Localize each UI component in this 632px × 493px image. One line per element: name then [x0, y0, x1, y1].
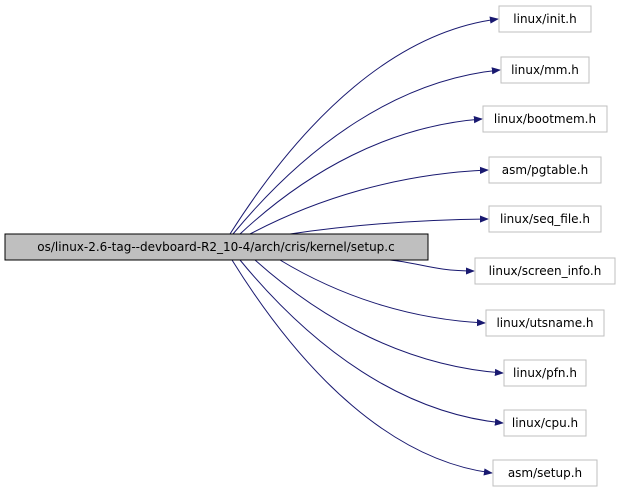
include-node-box: [485, 309, 605, 337]
include-node-label: linux/screen_info.h: [489, 264, 602, 278]
include-node-label: linux/utsname.h: [496, 316, 593, 330]
include-node[interactable]: asm/setup.h: [492, 459, 598, 487]
include-node-box: [500, 56, 590, 84]
include-edge: [239, 259, 504, 426]
include-node-label: linux/seq_file.h: [500, 212, 590, 226]
include-node-box: [492, 459, 598, 487]
include-node-label: linux/cpu.h: [512, 416, 578, 430]
include-node-label: asm/setup.h: [508, 466, 582, 480]
include-node-label: linux/mm.h: [511, 63, 579, 77]
include-node[interactable]: linux/bootmem.h: [482, 105, 608, 133]
source-file-label: os/linux-2.6-tag--devboard-R2_10-4/arch/…: [37, 240, 394, 254]
include-node-label: linux/init.h: [513, 12, 576, 26]
edges: [229, 16, 504, 476]
include-edge: [229, 16, 499, 235]
include-node-label: linux/bootmem.h: [494, 112, 596, 126]
include-node-box: [482, 105, 608, 133]
include-edge: [231, 259, 493, 476]
include-edge: [239, 116, 483, 235]
include-node-box: [474, 257, 616, 285]
include-node-box: [498, 5, 592, 33]
include-nodes: linux/init.h linux/mm.h linux/bootmem.h asm…: [474, 5, 616, 487]
source-file-node[interactable]: os/linux-2.6-tag--devboard-R2_10-4/arch/…: [4, 233, 429, 261]
include-node-box: [488, 156, 602, 184]
include-edge: [389, 259, 475, 275]
include-edge: [279, 259, 486, 327]
include-node-box: [503, 359, 587, 387]
include-node-box: [488, 205, 602, 233]
include-node[interactable]: linux/init.h: [498, 5, 592, 33]
include-node-label: asm/pgtable.h: [502, 163, 588, 177]
include-node[interactable]: linux/screen_info.h: [474, 257, 616, 285]
include-node[interactable]: asm/pgtable.h: [488, 156, 602, 184]
include-node[interactable]: linux/utsname.h: [485, 309, 605, 337]
include-edge: [289, 215, 489, 235]
include-node-box: [503, 409, 587, 437]
include-node[interactable]: linux/seq_file.h: [488, 205, 602, 233]
include-edge: [249, 166, 489, 235]
include-edge: [232, 67, 501, 235]
include-node[interactable]: linux/pfn.h: [503, 359, 587, 387]
include-node-label: linux/pfn.h: [513, 366, 577, 380]
source-file-box: [4, 233, 429, 261]
include-node[interactable]: linux/mm.h: [500, 56, 590, 84]
include-edge: [254, 259, 504, 377]
include-node[interactable]: linux/cpu.h: [503, 409, 587, 437]
